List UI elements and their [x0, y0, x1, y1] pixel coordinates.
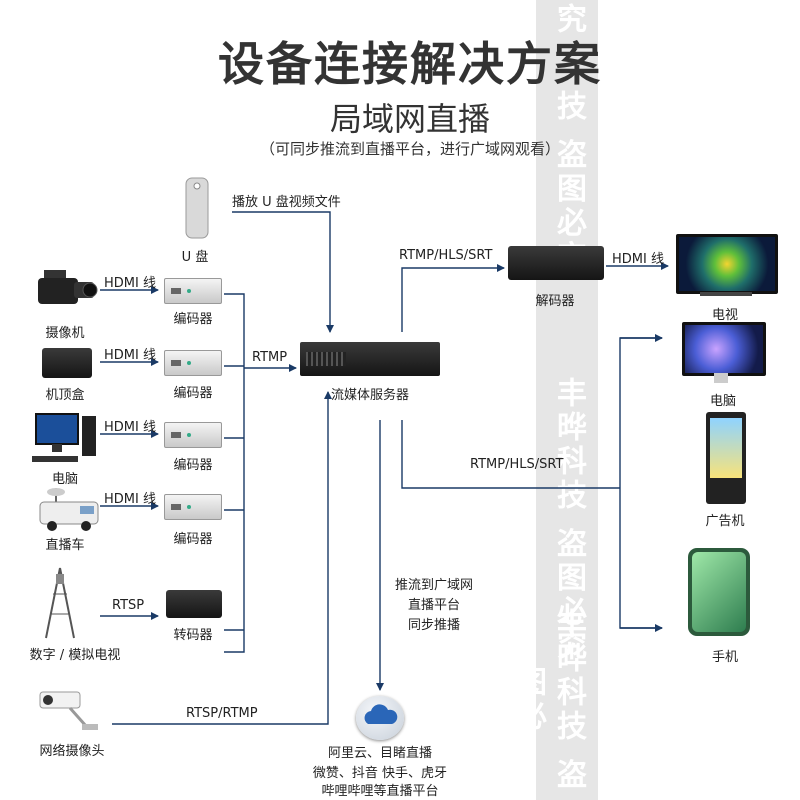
converter-label: 转码器: [173, 628, 213, 643]
encoder-bus: [224, 293, 245, 653]
cloud-push-line1: 推流到广域网: [394, 578, 473, 593]
right-feed: [401, 420, 620, 489]
van-label: 直播车: [45, 538, 85, 553]
decoder-icon: [508, 246, 604, 280]
kiosk-label: 广告机: [705, 514, 745, 529]
platforms-line3: 哔哩哔哩等直播平台: [321, 784, 439, 799]
video-camera-icon: [34, 264, 98, 314]
encoder-3-label: 编码器: [173, 458, 213, 473]
usb-arrow: [232, 211, 334, 333]
page-note: （可同步推流到直播平台，进行广域网观看）: [259, 140, 560, 158]
page-subtitle: 局域网直播: [329, 100, 490, 138]
watermark-text-bottom: 丰晔科技 盗图必: [511, 607, 586, 793]
settop-label: 机顶盒: [45, 388, 85, 403]
decoder-arrow: [401, 264, 505, 332]
converter-icon: [166, 590, 222, 618]
tv-label: 电视: [711, 308, 738, 323]
usb-edge-label: 播放 U 盘视频文件: [232, 195, 341, 210]
encoder-2-label: 编码器: [173, 386, 213, 401]
right-bus: [619, 337, 662, 629]
hdmi-label-4: HDMI 线: [104, 492, 156, 507]
tv-icon: [676, 234, 778, 294]
rtmp-out-top-label: RTMP/HLS/SRT: [399, 248, 493, 263]
encoder-3-icon: [164, 422, 222, 448]
monitor-stand-icon: [714, 373, 728, 383]
encoder-1-label: 编码器: [173, 312, 213, 327]
ad-kiosk-icon: [706, 412, 746, 504]
watermark-text-top: 究: [551, 3, 586, 37]
tower-label: 数字 / 模拟电视: [29, 648, 121, 663]
encoder-1-icon: [164, 278, 222, 304]
usb-drive-icon: [180, 176, 214, 240]
set-top-box-icon: [42, 348, 92, 378]
smartphone-icon: [688, 548, 750, 636]
desktop-computer-icon: [26, 410, 98, 466]
server-vent-icon: [306, 352, 346, 366]
rtmp-out-right-label: RTMP/HLS/SRT: [470, 457, 564, 472]
cloud-push-line2: 直播平台: [407, 598, 460, 613]
monitor-label: 电脑: [709, 394, 736, 409]
tv-stand-icon: [700, 292, 752, 296]
rtsp-rtmp-label: RTSP/RTMP: [186, 706, 258, 721]
platforms-line1: 阿里云、目睹直播: [327, 746, 432, 761]
cloud-icon: [356, 696, 404, 740]
watermark-text-low: 丰晔科技 盗图必究: [551, 376, 586, 664]
rtmp-label: RTMP: [252, 350, 288, 365]
usb-label: U 盘: [181, 250, 209, 265]
hdmi-label-3: HDMI 线: [104, 420, 156, 435]
encoder-4-label: 编码器: [173, 532, 213, 547]
hdmi-label-1: HDMI 线: [104, 276, 156, 291]
ipcam-arrow: [112, 391, 332, 725]
encoder-2-icon: [164, 350, 222, 376]
antenna-tower-icon: [40, 564, 80, 640]
server-label: 流媒体服务器: [330, 388, 409, 403]
cloud-push-line3: 同步推播: [407, 618, 460, 633]
phone-label: 手机: [711, 650, 738, 665]
pc-source-label: 电脑: [51, 472, 78, 487]
ipcam-label: 网络摄像头: [39, 744, 105, 759]
hdmi-label-2: HDMI 线: [104, 348, 156, 363]
broadcast-van-icon: [36, 486, 102, 532]
encoder-4-icon: [164, 494, 222, 520]
page-title: 设备连接解决方案: [218, 37, 602, 91]
watermark-stripe: [536, 0, 598, 800]
platforms-line2: 微赞、抖音 快手、虎牙: [312, 766, 448, 781]
decoder-label: 解码器: [535, 294, 575, 309]
watermark-text-mid: 技 盗图必究: [551, 89, 586, 275]
hdmi-out-label: HDMI 线: [612, 252, 664, 267]
rtsp-label: RTSP: [112, 598, 145, 613]
monitor-icon: [682, 322, 766, 376]
ip-camera-icon: [36, 686, 102, 732]
camera-label: 摄像机: [45, 326, 85, 341]
